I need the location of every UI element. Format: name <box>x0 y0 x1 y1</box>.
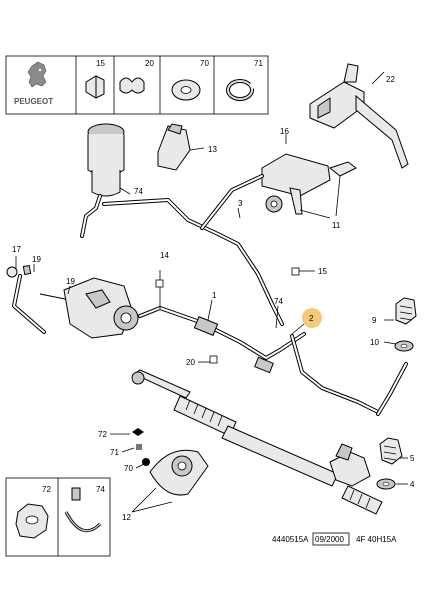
footer-reference: 4440515A 09/2000 4F 40H15A <box>272 532 397 546</box>
callout-14: 14 <box>160 251 169 260</box>
header-box-71-label: 71 <box>254 59 263 68</box>
callout-11: 11 <box>332 221 341 230</box>
callout-20: 20 <box>186 358 195 367</box>
highlight-marker <box>302 308 322 328</box>
steering-pump <box>6 264 139 339</box>
footer-ref: 4440515A <box>272 535 309 544</box>
bracket-22 <box>309 63 409 169</box>
hose-clamp-icon <box>64 487 102 533</box>
callout-12: 12 <box>122 513 131 522</box>
callout-71: 71 <box>110 448 119 457</box>
leader-1 <box>207 299 213 321</box>
inset-boxes <box>5 477 111 557</box>
steering-rack <box>131 369 383 515</box>
leader-3 <box>237 207 241 219</box>
header-box-15-label: 15 <box>96 59 105 68</box>
leader-71 <box>121 447 135 453</box>
inset-box-72-label: 72 <box>42 485 51 494</box>
leader-70 <box>135 463 145 469</box>
header-strip: PEUGEOT 15 20 70 71 <box>5 55 269 115</box>
callout-15: 15 <box>318 267 327 276</box>
callout-20-marker <box>209 355 218 364</box>
callout-15-marker <box>291 267 300 276</box>
return-hose-3 <box>102 174 284 326</box>
washer-4 <box>376 478 396 490</box>
peugeot-logo <box>27 61 47 88</box>
callout-10: 10 <box>370 338 379 347</box>
callout-13: 13 <box>208 145 217 154</box>
callout-74-top: 74 <box>134 187 143 196</box>
nut-icon <box>15 503 49 539</box>
leader-10 <box>383 341 397 345</box>
fluid-reservoir <box>80 123 125 238</box>
leader-74-top <box>119 187 131 195</box>
callout-1: 1 <box>212 291 217 300</box>
callout-2: 2 <box>309 314 314 323</box>
callout-74-mid: 74 <box>274 297 283 306</box>
header-box-70-label: 70 <box>200 59 209 68</box>
bracket-16 <box>261 134 357 219</box>
leader-74-mid <box>275 305 279 329</box>
callout-9: 9 <box>372 316 377 325</box>
callout-70: 70 <box>124 464 133 473</box>
split-ring-icon <box>226 79 256 101</box>
callout-19-top: 19 <box>32 255 41 264</box>
callout-3: 3 <box>238 199 243 208</box>
footer-code: 4F 40H15A <box>356 535 397 544</box>
leader-2 <box>291 323 305 335</box>
callout-19-pump: 19 <box>66 277 75 286</box>
callout-72: 72 <box>98 430 107 439</box>
callout-5: 5 <box>410 454 415 463</box>
clamp-clip-icon <box>85 75 105 99</box>
callout-14-marker <box>155 279 164 288</box>
bracket-13 <box>157 123 205 171</box>
washer-icon <box>171 79 201 101</box>
washer-10 <box>394 340 414 352</box>
footer-date: 09/2000 <box>315 535 344 544</box>
pipe-clip-icon <box>119 77 145 94</box>
callout-4: 4 <box>410 480 415 489</box>
callout-16: 16 <box>280 127 289 136</box>
fitting-5 <box>379 437 403 465</box>
fitting-9 <box>395 297 417 325</box>
callout-22: 22 <box>386 75 395 84</box>
callout-17: 17 <box>12 245 21 254</box>
leader-12 <box>131 487 173 513</box>
inset-box-74-label: 74 <box>96 485 105 494</box>
brand-name: PEUGEOT <box>14 97 53 106</box>
small-parts <box>132 428 209 496</box>
header-box-20-label: 20 <box>145 59 154 68</box>
leader-19-pump <box>67 285 71 295</box>
